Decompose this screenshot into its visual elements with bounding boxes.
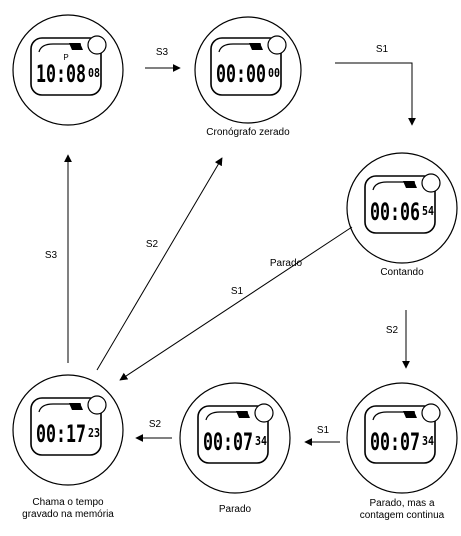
lcd-seconds-digits: 54	[422, 204, 434, 218]
lcd-main-digits: 00:00	[216, 60, 266, 88]
transition-s2-arrow: S2	[386, 310, 410, 369]
watch-caption: gravado na memória	[22, 509, 114, 520]
lcd-top-bar	[38, 43, 81, 53]
arrow-label: S3	[45, 250, 58, 261]
lcd-main-digits: 00:06	[370, 198, 420, 226]
watch-caption: contagem continua	[360, 510, 445, 521]
lcd-knob-icon	[267, 35, 287, 55]
watch-caption: Parado, mas a	[369, 498, 434, 509]
transition-s3-arrow: S3	[45, 154, 72, 363]
watch-caption: Parado	[219, 504, 252, 515]
lcd-knob-icon	[421, 173, 441, 193]
lcd-frame	[364, 175, 436, 234]
lcd-frame	[364, 405, 436, 464]
lcd-seconds-digits: 34	[255, 434, 267, 448]
lcd-top-bar	[218, 43, 261, 53]
mode-indicator-icon	[236, 411, 250, 418]
lcd-knob-icon	[87, 395, 107, 415]
lcd-seconds-digits: 08	[88, 66, 100, 80]
arrow-label: S1	[376, 44, 389, 55]
arrow-label: S1	[231, 286, 244, 297]
lcd-top-bar	[372, 411, 415, 421]
lcd-frame	[30, 37, 102, 96]
arrow-line	[119, 226, 353, 381]
arrow-label: S3	[156, 47, 169, 58]
lcd-frame	[30, 397, 102, 456]
transition-s2-arrow: S2	[135, 419, 172, 442]
watch-caption: Chama o tempo	[32, 497, 104, 508]
mode-indicator-icon	[69, 403, 83, 410]
arrow-line	[96, 157, 223, 371]
arrow-label: S2	[149, 419, 162, 430]
watch-caption: Contando	[380, 267, 424, 278]
lcd-knob-icon	[421, 403, 441, 423]
arrow-line	[335, 62, 416, 126]
transition-s3-arrow: S3	[145, 47, 181, 72]
lcd-main-digits: 00:07	[203, 428, 253, 456]
arrow-extra-label: Parado	[270, 258, 303, 269]
pm-indicator: P	[63, 53, 68, 62]
arrow-label: S2	[386, 325, 399, 336]
lcd-seconds-digits: 23	[88, 426, 100, 440]
transition-s1-arrow: S1 Parado	[119, 226, 353, 381]
mode-indicator-icon	[403, 181, 417, 188]
lcd-main-digits: 00:07	[370, 428, 420, 456]
watch-caption: Cronógrafo zerado	[206, 127, 290, 138]
mode-indicator-icon	[403, 411, 417, 418]
transition-s2-arrow: S2	[96, 157, 223, 371]
lcd-top-bar	[38, 403, 81, 413]
lcd-frame	[210, 37, 282, 96]
lcd-seconds-digits: 34	[422, 434, 434, 448]
lcd-seconds-digits: 00	[268, 66, 280, 80]
lcd-main-digits: 00:17	[36, 420, 86, 448]
lcd-main-digits: 10:08	[36, 60, 86, 88]
arrow-label: S2	[146, 239, 159, 250]
transition-s1-arrow: S1	[335, 44, 416, 126]
mode-indicator-icon	[69, 43, 83, 50]
lcd-top-bar	[205, 411, 248, 421]
lcd-frame	[197, 405, 269, 464]
mode-indicator-icon	[249, 43, 263, 50]
arrow-label: S1	[317, 425, 330, 436]
transition-s1-arrow: S1	[304, 425, 340, 446]
lcd-knob-icon	[254, 403, 274, 423]
lcd-knob-icon	[87, 35, 107, 55]
lcd-top-bar	[372, 181, 415, 191]
